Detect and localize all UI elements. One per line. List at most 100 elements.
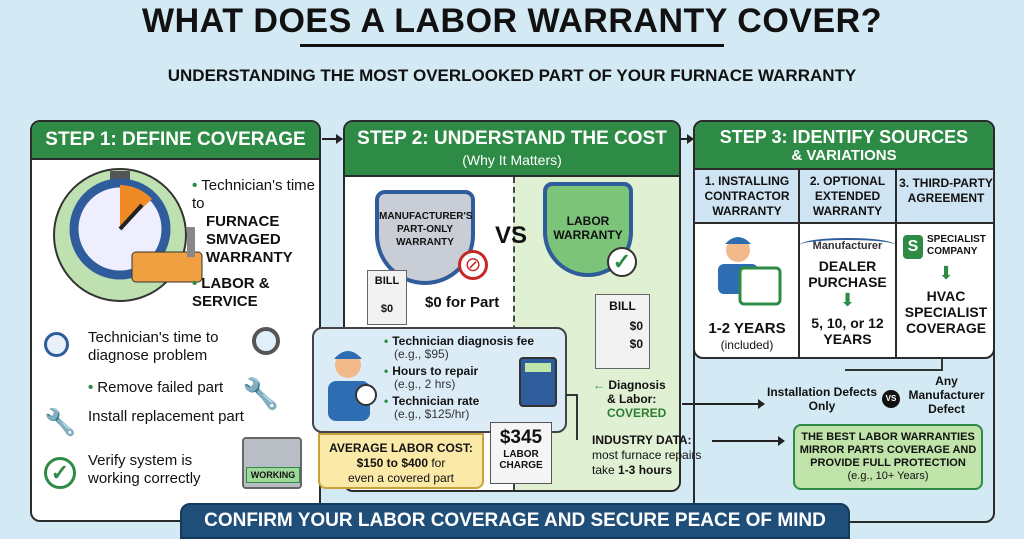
step3-title: STEP 3: IDENTIFY SOURCES: [719, 127, 969, 147]
covered-line2: & Labor:: [607, 392, 657, 406]
step2-header: STEP 2: UNDERSTAND THE COST (Why It Matt…: [345, 122, 679, 177]
furnace-icon: WORKING: [242, 437, 302, 489]
best-warranty-text: THE BEST LABOR WARRANTIES MIRROR PARTS C…: [799, 431, 977, 469]
bullet-labor-service: LABOR & SERVICE: [192, 275, 270, 310]
compare-vs-badge: VS: [882, 390, 900, 408]
technician-icon: [328, 351, 377, 421]
covered-line3: COVERED: [607, 406, 667, 420]
bill-left: BILL $0: [367, 270, 407, 325]
check-icon: ✓: [44, 457, 76, 489]
contractor-calendar-icon: [718, 237, 782, 306]
item-verify: Verify system is working correctly: [88, 452, 201, 487]
covered-line1: Diagnosis: [608, 378, 666, 392]
magnifier-icon: [252, 327, 280, 355]
page-subtitle: UNDERSTANDING THE MOST OVERLOOKED PART O…: [167, 66, 857, 85]
extended-years: 5, 10, or 12 YEARS: [811, 315, 884, 347]
bill-left-title: BILL: [374, 275, 400, 287]
labor-charge-label: LABOR CHARGE: [499, 449, 543, 471]
wrench-icon: 🔧: [242, 378, 280, 411]
bill-right-title: BILL: [609, 299, 636, 313]
contractor-note: (included): [720, 338, 774, 352]
step3-header: STEP 3: IDENTIFY SOURCES & VARIATIONS: [695, 122, 993, 170]
working-label: WORKING: [246, 467, 300, 483]
bill-right: BILL $0 $0: [595, 294, 650, 369]
clock-icon: [44, 332, 69, 357]
step2-title: STEP 2: UNDERSTAND THE COST: [357, 128, 667, 149]
col-divider: [895, 170, 897, 357]
column-header-row: [695, 170, 993, 224]
item-diagnose: Technician's time to diagnose problem: [88, 329, 219, 364]
calculator-icon: [519, 357, 557, 407]
down-arrow-icon: ⬇: [938, 263, 954, 283]
dealer-purchase: DEALER PURCHASE: [808, 258, 887, 290]
part-cost-text: $0 for Part: [425, 294, 500, 311]
industry-title: INDUSTRY DATA:: [592, 433, 692, 447]
any-manufacturer-defect: Any Manufacturer Defect: [908, 374, 985, 416]
industry-line3a: take: [592, 463, 619, 477]
manufacturer-logo: Manufacturer: [800, 238, 895, 252]
bill-right-amount-1: $0: [629, 319, 643, 333]
sources-table: 1. INSTALLING CONTRACTOR WARRANTY 2. OPT…: [695, 170, 993, 357]
arrow-step1-step2: [322, 134, 343, 144]
cost-breakdown-box: •Technician diagnosis fee (e.g., $95) •H…: [312, 327, 567, 433]
covered-note: ← Diagnosis & Labor: COVERED: [593, 378, 667, 420]
step2-subtitle: (Why It Matters): [462, 152, 562, 168]
bill-right-amount-2: $0: [629, 337, 643, 351]
connector-line: [941, 358, 943, 370]
average-cost-box: AVERAGE LABOR COST: $150 to $400 for eve…: [318, 433, 484, 489]
industry-hours: 1-3 hours: [618, 463, 673, 477]
column-extended-warranty: 2. OPTIONAL EXTENDED WARRANTY: [809, 174, 886, 218]
title-underline: [300, 44, 724, 47]
best-warranty-note: (e.g., 10+ Years): [847, 470, 929, 482]
column-third-party: 3. THIRD-PARTY AGREEMENT: [899, 176, 993, 205]
cost-item-hours: Hours to repair: [392, 364, 479, 378]
contractor-years: 1-2 YEARS: [708, 320, 786, 337]
step3-subtitle: & VARIATIONS: [791, 147, 897, 164]
no-dollar-icon: ⊘: [458, 250, 488, 280]
best-warranty-box: THE BEST LABOR WARRANTIES MIRROR PARTS C…: [793, 424, 983, 490]
average-cost-range: $150 to $400: [356, 456, 429, 470]
industry-data: INDUSTRY DATA: most furnace repairs take…: [592, 433, 701, 478]
specialist-company-logo: SPECIALIST COMPANY: [927, 234, 986, 257]
connector-line: [576, 394, 578, 440]
cost-item-rate: Technician rate: [392, 394, 480, 408]
labor-charge-receipt: $345 LABOR CHARGE: [490, 422, 552, 484]
labor-charge-amount: $345: [499, 427, 543, 448]
manufacturer-shield: MANUFACTURER'S PART-ONLY WARRANTY: [375, 190, 475, 285]
specialist-coverage: HVAC SPECIALIST COVERAGE: [904, 288, 988, 336]
cost-item-rate-example: (e.g., $125/hr): [394, 407, 470, 421]
col-divider: [798, 170, 800, 357]
connector-line: [845, 369, 943, 371]
step1-header: STEP 1: DEFINE COVERAGE: [32, 122, 319, 160]
stopwatch-toolbelt-icon: [53, 168, 203, 302]
arrow-step2-step3: [681, 134, 694, 144]
specialist-logo-icon: S: [903, 235, 923, 259]
bullet-technician-time: Technician's time to: [192, 177, 316, 212]
step1-bullets: •Technician's time to FURNACE SMVAGED WA…: [192, 177, 316, 310]
industry-line2: most furnace repairs: [592, 448, 702, 462]
average-cost-note: even a covered part: [347, 471, 455, 485]
item-install-part: Install replacement part: [88, 408, 244, 425]
page-title: WHAT DOES A LABOR WARRANTY COVER?: [142, 2, 882, 40]
step1-panel: STEP 1: DEFINE COVERAGE •Technician's ti…: [30, 120, 321, 522]
cost-items: •Technician diagnosis fee (e.g., $95) •H…: [384, 334, 535, 421]
step3-panel: STEP 3: IDENTIFY SOURCES & VARIATIONS 1.…: [693, 120, 995, 359]
vs-label: VS: [495, 222, 528, 249]
cost-item-diagnosis: Technician diagnosis fee: [392, 334, 535, 348]
down-arrow-icon: ⬇: [839, 290, 856, 310]
average-cost-suffix: for: [428, 456, 446, 470]
connector-line: [566, 394, 576, 396]
item-remove-part: Remove failed part: [97, 379, 224, 396]
average-cost-title: AVERAGE LABOR COST:: [329, 441, 473, 455]
bill-left-amount: $0: [380, 303, 394, 315]
arrow-to-best: [712, 436, 785, 446]
column-installing-contractor: 1. INSTALLING CONTRACTOR WARRANTY: [704, 174, 790, 218]
bottom-banner: CONFIRM YOUR LABOR COVERAGE AND SECURE P…: [180, 503, 850, 539]
installation-defects-only: Installation Defects Only: [766, 385, 878, 413]
wrench-small-icon: 🔧: [44, 407, 77, 437]
checkmark-icon: ✓: [607, 247, 637, 277]
arrow-to-defects: [682, 399, 765, 409]
cost-item-diagnosis-example: (e.g., $95): [394, 347, 449, 361]
bullet-furnace-warranty: FURNACE SMVAGED WARRANTY: [206, 213, 293, 266]
cost-item-hours-example: (e.g., 2 hrs): [394, 377, 456, 391]
